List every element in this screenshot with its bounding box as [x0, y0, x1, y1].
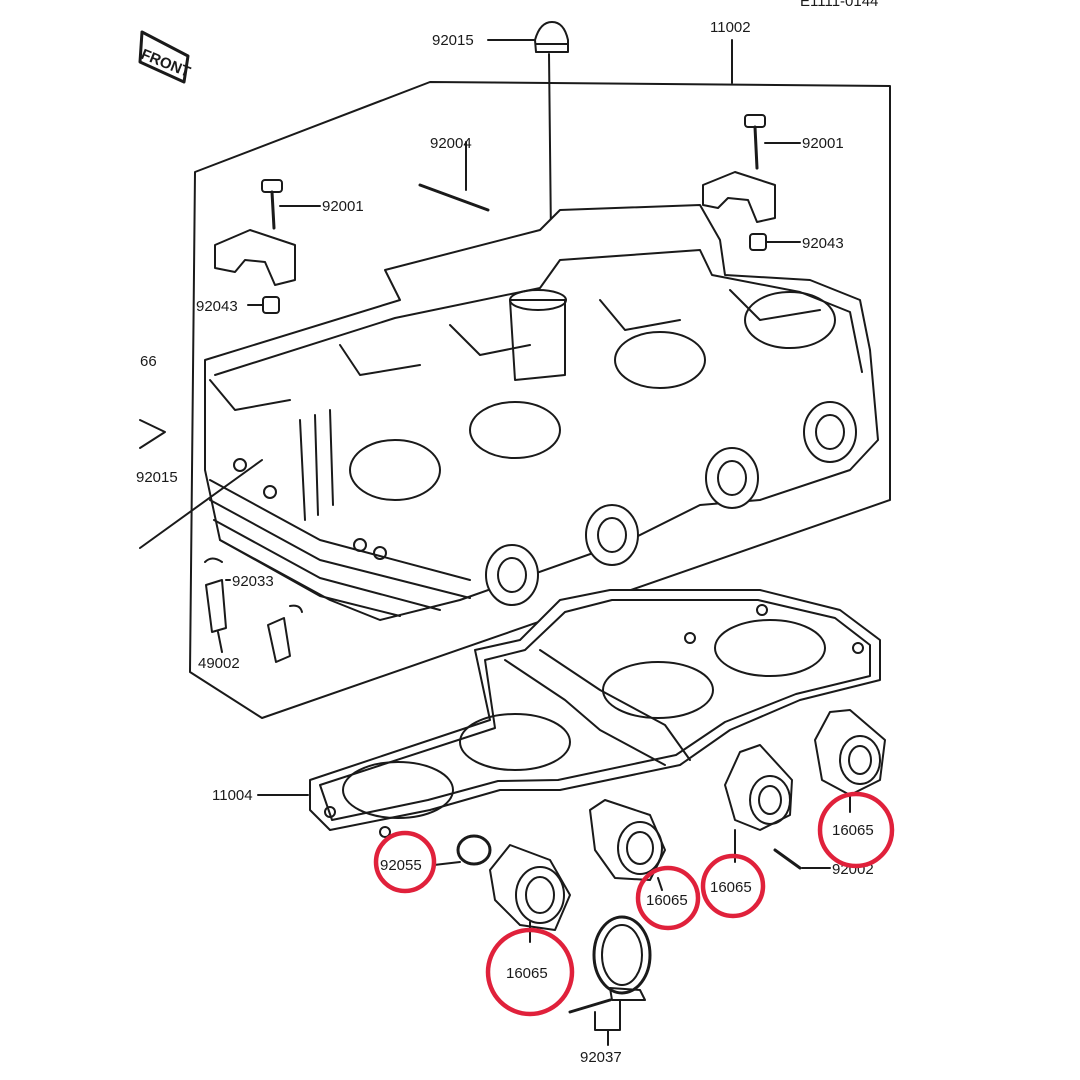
label-92001-left: 92001 — [322, 198, 364, 215]
highlight-16065-d — [817, 791, 895, 869]
front-marker: FRONT — [138, 30, 193, 84]
label-92037: 92037 — [580, 1049, 622, 1066]
label-16065-d: 16065 — [832, 822, 874, 839]
label-92043-left: 92043 — [196, 298, 238, 315]
label-16065-b: 16065 — [646, 892, 688, 909]
label-92001-right: 92001 — [802, 135, 844, 152]
cam-cap-left — [214, 179, 321, 314]
label-92033: 92033 — [232, 573, 274, 590]
part-labels: E1111-0144 92015 11002 92004 92001 92001… — [136, 0, 878, 1066]
label-16065-c: 16065 — [710, 879, 752, 896]
left-partial-part — [139, 419, 263, 549]
label-92055: 92055 — [380, 857, 422, 874]
label-16065-a: 16065 — [506, 965, 548, 982]
label-49002: 49002 — [198, 655, 240, 672]
holder-2 — [589, 799, 666, 891]
label-92015-top: 92015 — [432, 32, 474, 49]
label-66: 66 — [140, 353, 157, 370]
holder-1 — [489, 844, 571, 943]
label-11004: 11004 — [212, 787, 253, 804]
holder-3 — [724, 744, 831, 870]
label-92015-left: 92015 — [136, 469, 178, 486]
highlight-16065-a — [485, 927, 575, 1017]
label-92004: 92004 — [430, 135, 472, 152]
ref-code: E1111-0144 — [800, 0, 878, 10]
assembly-frame — [189, 39, 891, 719]
valve-guide-parts — [204, 557, 303, 663]
label-11002: 11002 — [710, 19, 751, 36]
cam-cap-right — [702, 114, 801, 251]
head-gasket — [257, 589, 881, 838]
highlight-92055 — [373, 830, 437, 894]
cylinder-head — [204, 141, 879, 621]
highlight-16065-b — [635, 865, 701, 931]
label-92043-right: 92043 — [802, 235, 844, 252]
o-ring — [433, 834, 492, 866]
hose-clamp — [568, 915, 652, 1046]
highlight-circles — [373, 791, 895, 1017]
holder-4 — [814, 709, 886, 813]
highlight-16065-c — [700, 853, 766, 919]
